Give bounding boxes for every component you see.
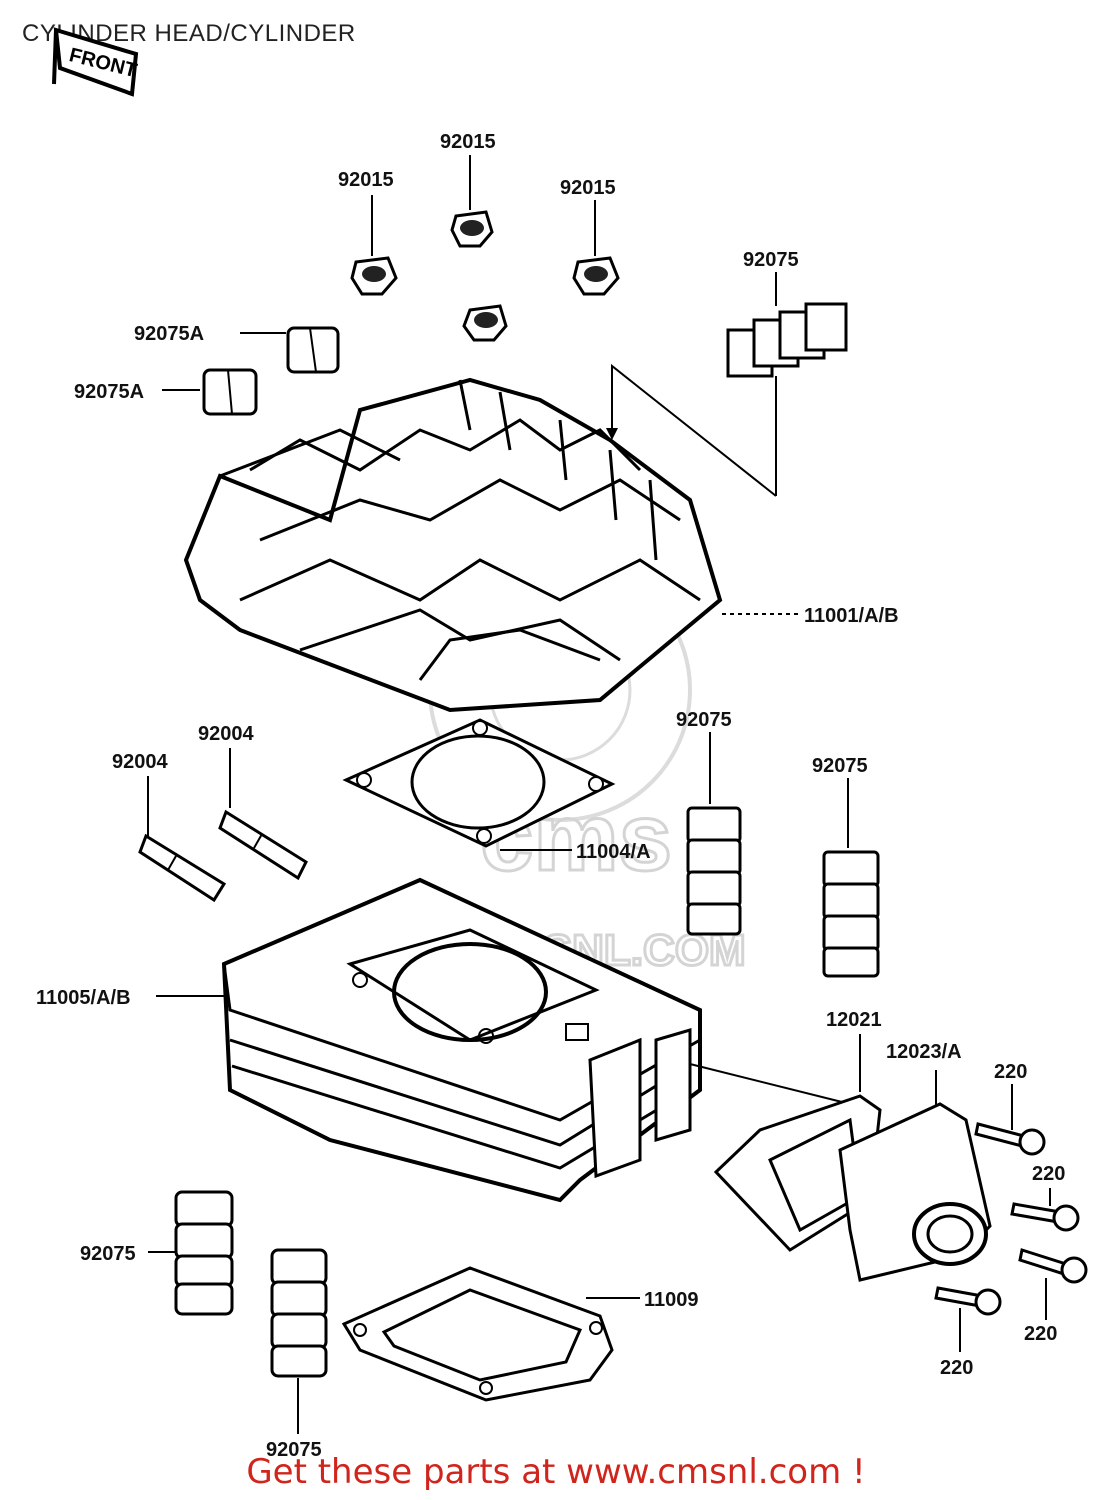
part-damper-mid-2[interactable] bbox=[822, 778, 880, 978]
label-damper-bottom-left: 92075 bbox=[80, 1243, 136, 1265]
label-damper-a-1: 92075A bbox=[134, 323, 204, 345]
label-reed-valve: 12021 bbox=[826, 1009, 882, 1031]
front-arrow-icon: FRONT bbox=[52, 27, 139, 97]
part-nut-top[interactable] bbox=[450, 155, 494, 248]
part-labels: 92015 92015 92015 92075 92075A 92075A 11… bbox=[36, 131, 1065, 1461]
label-screw-3: 220 bbox=[1024, 1323, 1057, 1345]
label-inlet-pipe: 12023/A bbox=[886, 1041, 962, 1063]
part-head-gasket[interactable] bbox=[342, 718, 616, 851]
label-nut-left: 92015 bbox=[338, 169, 394, 191]
label-nut-top: 92015 bbox=[440, 131, 496, 153]
label-dowel-1: 92004 bbox=[112, 751, 168, 773]
part-damper-right-top[interactable] bbox=[606, 272, 848, 497]
part-damper-bottom-left[interactable] bbox=[148, 1190, 234, 1316]
footer-cta-link[interactable]: Get these parts at www.cmsnl.com ! bbox=[246, 1452, 866, 1492]
front-indicator: FRONT bbox=[50, 24, 142, 104]
label-cylinder: 11005/A/B bbox=[36, 987, 131, 1009]
label-damper-right-top: 92075 bbox=[743, 249, 799, 271]
part-base-gasket[interactable] bbox=[341, 1266, 640, 1402]
part-screw-1[interactable] bbox=[974, 1084, 1046, 1156]
part-nut-left[interactable] bbox=[350, 195, 398, 296]
label-base-gasket: 11009 bbox=[644, 1289, 699, 1311]
label-cylinder-head: 11001/A/B bbox=[804, 605, 899, 627]
label-nut-right: 92015 bbox=[560, 177, 616, 199]
part-damper-a-2[interactable] bbox=[162, 368, 258, 416]
label-screw-1: 220 bbox=[994, 1061, 1027, 1083]
label-screw-2: 220 bbox=[1032, 1163, 1065, 1185]
part-cylinder-head[interactable] bbox=[183, 377, 800, 713]
label-head-gasket: 11004/A bbox=[576, 841, 651, 863]
part-screw-2[interactable] bbox=[1010, 1188, 1080, 1232]
part-dowel-1[interactable] bbox=[138, 776, 227, 903]
label-damper-mid-1: 92075 bbox=[676, 709, 732, 731]
label-damper-a-2: 92075A bbox=[74, 381, 144, 403]
part-screw-4[interactable] bbox=[934, 1286, 1002, 1352]
part-damper-a-1[interactable] bbox=[240, 326, 340, 374]
label-damper-bottom-mid: 92075 bbox=[266, 1439, 322, 1461]
part-cylinder[interactable] bbox=[156, 877, 702, 1203]
label-damper-mid-2: 92075 bbox=[812, 755, 868, 777]
part-nut-right[interactable] bbox=[572, 200, 620, 296]
part-reed-valve[interactable] bbox=[689, 1034, 882, 1252]
part-inlet-pipe[interactable] bbox=[838, 1070, 992, 1282]
label-screw-4: 220 bbox=[940, 1357, 973, 1379]
part-screw-3[interactable] bbox=[1018, 1248, 1088, 1320]
part-nut-center[interactable] bbox=[462, 304, 508, 342]
part-dowel-2[interactable] bbox=[218, 748, 308, 881]
part-damper-bottom-mid[interactable] bbox=[270, 1248, 328, 1434]
label-dowel-2: 92004 bbox=[198, 723, 254, 745]
part-damper-mid-1[interactable] bbox=[686, 732, 742, 936]
